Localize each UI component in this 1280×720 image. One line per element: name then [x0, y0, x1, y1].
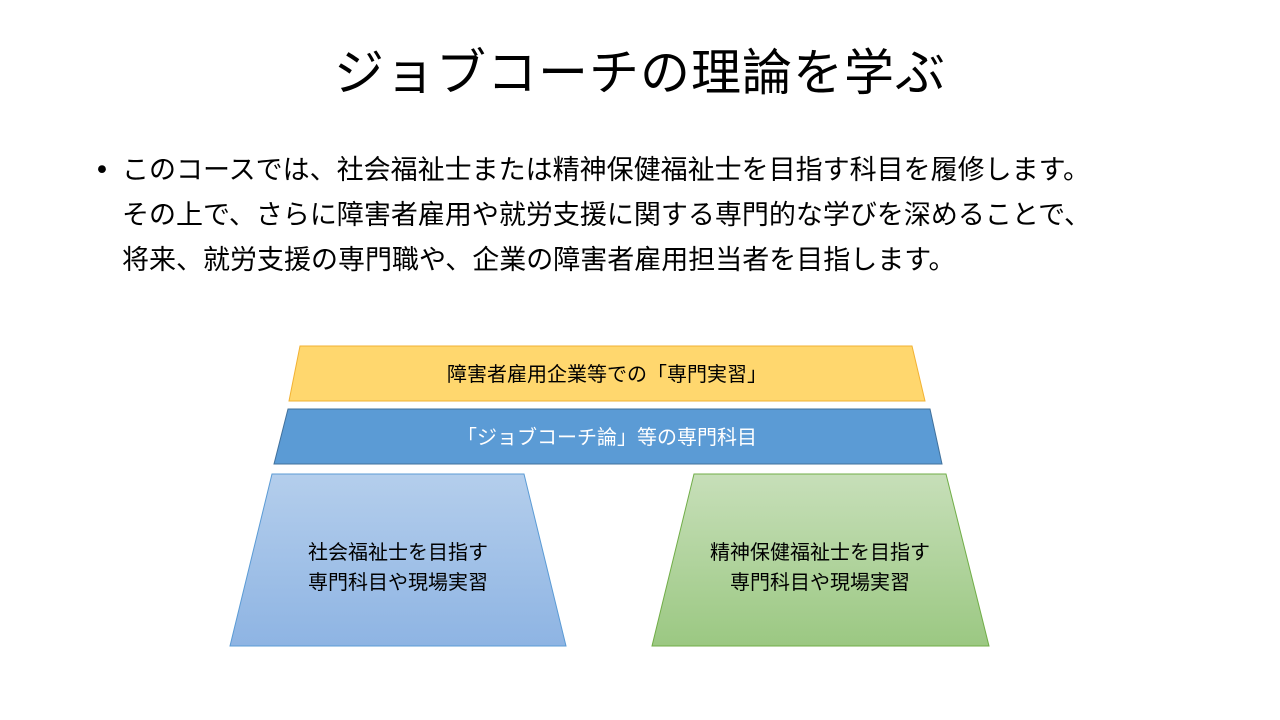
- bullet-marker: •: [94, 155, 110, 186]
- right-base-shape: [651, 473, 990, 647]
- slide-title: ジョブコーチの理論を学ぶ: [334, 44, 946, 102]
- left-base-label-line2: 専門科目や現場実習: [308, 570, 488, 594]
- bullet-item: • このコースでは、社会福祉士または精神保健福祉士を目指す科目を履修します。 そ…: [94, 148, 1244, 283]
- bullet-list: • このコースでは、社会福祉士または精神保健福祉士を目指す科目を履修します。 そ…: [94, 148, 1244, 283]
- bullet-line-2: その上で、さらに障害者雇用や就労支援に関する専門的な学びを深めることで、: [122, 200, 1092, 231]
- right-base-label-line2: 専門科目や現場実習: [730, 570, 910, 594]
- middle-tier-label: 「ジョブコーチ論」等の専門科目: [457, 425, 757, 449]
- left-base: 社会福祉士を目指す 専門科目や現場実習: [229, 473, 567, 647]
- right-base: 精神保健福祉士を目指す 専門科目や現場実習: [651, 473, 990, 647]
- top-tier-label: 障害者雇用企業等での「専門実習」: [447, 362, 767, 386]
- bullet-line-1: このコースでは、社会福祉士または精神保健福祉士を目指す科目を履修します。: [122, 155, 1090, 186]
- left-base-label-line1: 社会福祉士を目指す: [308, 540, 488, 564]
- top-tier-shape: [288, 345, 926, 402]
- middle-tier: 「ジョブコーチ論」等の専門科目: [273, 408, 943, 465]
- right-base-label-line1: 精神保健福祉士を目指す: [710, 540, 930, 564]
- top-tier: 障害者雇用企業等での「専門実習」: [288, 345, 926, 402]
- middle-tier-shape: [273, 408, 943, 465]
- left-base-shape: [229, 473, 567, 647]
- bullet-line-3: 将来、就労支援の専門職や、企業の障害者雇用担当者を目指します。: [122, 245, 956, 276]
